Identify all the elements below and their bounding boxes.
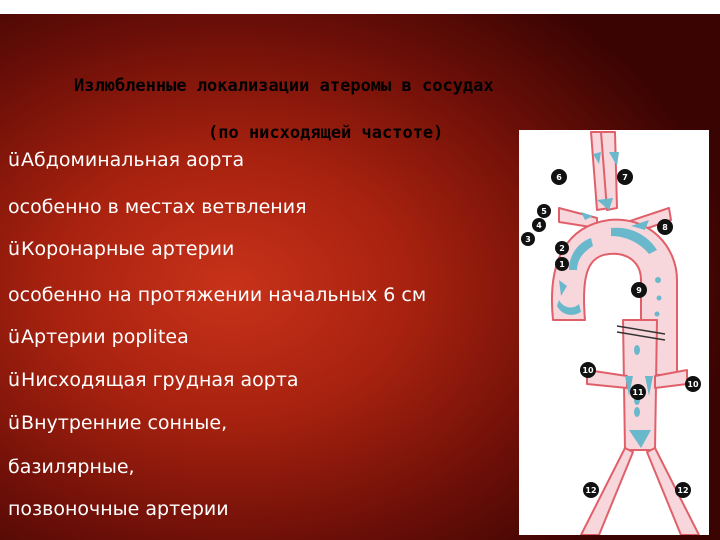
list-item-text: особенно на протяжении начальных 6 см (8, 284, 427, 306)
marker-label: 4 (536, 221, 542, 230)
plaque (597, 198, 613, 210)
list-item-text: особенно в местах ветвления (8, 196, 307, 218)
plaque (631, 220, 649, 230)
list-item: üАртерии poplitea (8, 326, 189, 348)
list-item: особенно на протяжении начальных 6 см (8, 284, 426, 306)
marker-label: 5 (541, 207, 547, 216)
list-item: üНисходящая грудная аорта (8, 369, 299, 391)
plaque (654, 311, 660, 317)
plaque (625, 376, 633, 396)
marker-label: 3 (525, 235, 531, 244)
slide-subtitle: (по нисходящей частоте) (208, 123, 444, 143)
list-item-text: Абдоминальная аорта (21, 149, 245, 171)
plaque (655, 277, 661, 283)
marker-label: 2 (559, 244, 565, 253)
marker-12-left: 12 (583, 482, 599, 498)
check-icon: ü (8, 149, 21, 171)
plaque (645, 376, 653, 396)
plaque (611, 227, 657, 254)
list-item: üКоронарные артерии (8, 238, 234, 260)
marker-5: 5 (537, 204, 551, 218)
marker-4: 4 (532, 218, 546, 232)
marker-label: 7 (622, 173, 628, 182)
number-markers: 6 7 5 4 3 8 2 1 9 10 10 11 12 12 (521, 169, 701, 498)
renal-artery-left (586, 369, 628, 389)
marker-3: 3 (521, 232, 535, 246)
marker-11: 11 (630, 384, 646, 400)
list-item-text: базилярные, (8, 456, 135, 478)
marker-label: 9 (636, 286, 642, 295)
plaque (629, 430, 651, 448)
plaque (656, 295, 662, 301)
artery-diagram-svg: 6 7 5 4 3 8 2 1 9 10 10 11 12 12 (521, 131, 701, 535)
plaque (581, 212, 593, 220)
marker-label: 8 (662, 223, 668, 232)
marker-9: 9 (631, 282, 647, 298)
marker-label: 10 (687, 380, 699, 389)
marker-2: 2 (555, 241, 569, 255)
list-item-text: Внутренние сонные, (21, 412, 228, 434)
marker-label: 11 (632, 388, 644, 397)
marker-10-left: 10 (580, 362, 596, 378)
marker-12-right: 12 (675, 482, 691, 498)
plaque (569, 238, 593, 270)
cut-mark (616, 325, 666, 335)
list-item: особенно в местах ветвления (8, 196, 307, 218)
list-item-text: позвоночные артерии (8, 498, 229, 520)
list-item-text: Нисходящая грудная аорта (21, 369, 299, 391)
slide-title: Излюбленные локализации атеромы в сосуда… (74, 76, 494, 96)
marker-7: 7 (617, 169, 633, 185)
list-item: базилярные, (8, 456, 135, 478)
iliac-artery-left (580, 447, 634, 535)
marker-label: 12 (585, 486, 596, 495)
marker-8: 8 (657, 219, 673, 235)
list-item-text: Коронарные артерии (21, 238, 235, 260)
check-icon: ü (8, 326, 21, 348)
carotid-right (600, 131, 618, 211)
plaque (634, 407, 640, 417)
plaque (634, 345, 640, 355)
marker-label: 12 (677, 486, 688, 495)
marker-6: 6 (551, 169, 567, 185)
list-item: üАбдоминальная аорта (8, 149, 244, 171)
cut-mark (616, 331, 666, 341)
check-icon: ü (8, 369, 21, 391)
marker-label: 1 (559, 260, 565, 269)
marker-label: 6 (556, 173, 562, 182)
list-item-text: Артерии poplitea (21, 326, 189, 348)
plaque (557, 300, 581, 315)
check-icon: ü (8, 238, 21, 260)
artery-diagram: 6 7 5 4 3 8 2 1 9 10 10 11 12 12 (519, 130, 709, 535)
plaque (593, 152, 601, 164)
plaque (559, 280, 567, 296)
check-icon: ü (8, 412, 21, 434)
marker-1: 1 (555, 257, 569, 271)
iliac-artery-right (646, 447, 700, 535)
marker-10-right: 10 (685, 376, 701, 392)
plaque (609, 152, 619, 166)
list-item: позвоночные артерии (8, 498, 229, 520)
list-item: üВнутренние сонные, (8, 412, 227, 434)
aorta-cut-marks (616, 325, 666, 341)
marker-label: 10 (582, 366, 594, 375)
